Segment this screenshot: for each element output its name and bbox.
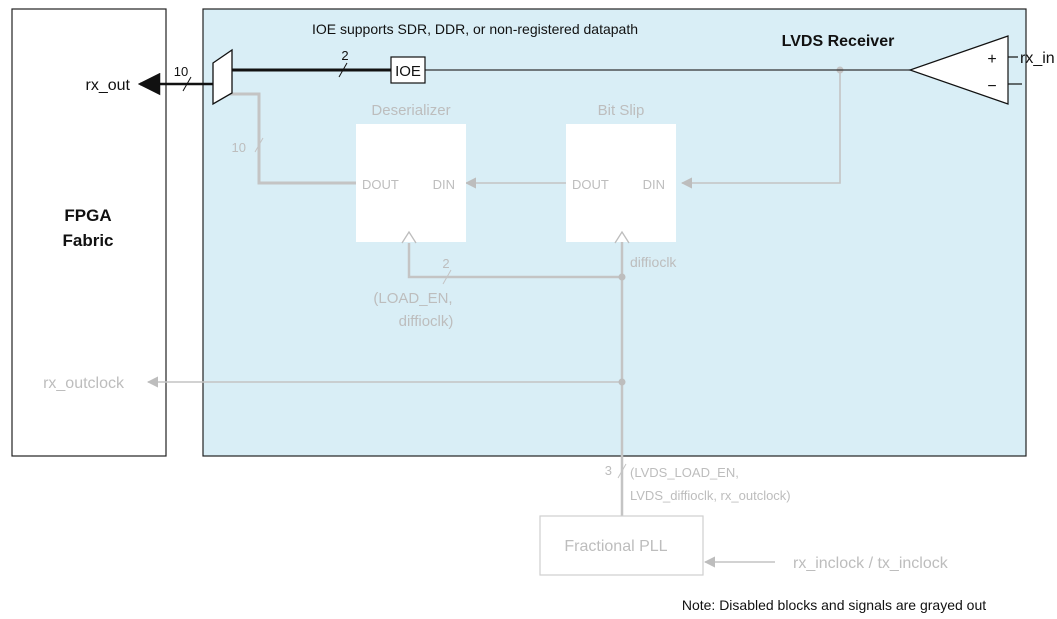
bitslip-dout: DOUT	[572, 177, 609, 192]
deser-to-mux-wire	[226, 92, 358, 185]
ioe-label: IOE	[395, 63, 421, 80]
load-group-line1: (LOAD_EN,	[373, 290, 452, 307]
rx-outclock-label: rx_outclock	[43, 375, 125, 392]
deserializer-clock-icon	[401, 230, 417, 244]
deserializer-din: DIN	[433, 177, 455, 192]
ioe-block	[390, 56, 426, 84]
lvds-receiver-title: LVDS Receiver	[782, 33, 895, 50]
deserializer-title: Deserializer	[371, 102, 450, 119]
diffioclk-label: diffioclk	[630, 254, 677, 270]
load-group-line2: diffioclk)	[399, 313, 454, 330]
ioe-bus-width: 2	[341, 48, 348, 63]
comparator-plus: +	[987, 51, 996, 68]
output-mux	[212, 48, 233, 106]
bitslip-block	[566, 124, 676, 242]
deser-clock-wire	[407, 243, 622, 279]
load-bus-slash	[442, 269, 452, 285]
bitslip-clock-icon	[614, 230, 630, 244]
fpga-label-line2: Fabric	[62, 231, 113, 250]
deser-bus-slash	[254, 137, 264, 153]
pll-bus-slash	[617, 463, 627, 479]
clock-junction-lower	[618, 378, 626, 386]
pll-group-line1: (LVDS_LOAD_EN,	[630, 465, 739, 480]
fractional-pll-block	[539, 515, 704, 576]
comparator-minus: −	[987, 78, 996, 95]
out-bus-width: 10	[174, 64, 188, 79]
lvds-comparator	[908, 35, 1009, 105]
out-bus-slash	[182, 76, 192, 92]
disabled-wiring	[146, 70, 841, 568]
rx-in-label: rx_in	[1020, 50, 1055, 67]
fractional-pll-title: Fractional PLL	[564, 538, 667, 555]
bitslip-title: Bit Slip	[598, 102, 645, 119]
tap-to-bitslip-wire	[680, 70, 841, 189]
load-bus-width: 2	[442, 256, 449, 271]
pll-group-line2: LVDS_diffioclk, rx_outclock)	[630, 488, 791, 503]
ioe-note: IOE supports SDR, DDR, or non-registered…	[312, 21, 638, 37]
deserializer-dout: DOUT	[362, 177, 399, 192]
deser-bus-width: 10	[232, 140, 246, 155]
grayed-out-note: Note: Disabled blocks and signals are gr…	[682, 597, 986, 613]
rx-out-label: rx_out	[86, 77, 131, 94]
deserializer-block	[356, 124, 466, 242]
ioe-bus-slash	[338, 62, 348, 78]
pll-bus-width: 3	[605, 463, 612, 478]
bitslip-din: DIN	[643, 177, 665, 192]
fpga-label-line1: FPGA	[64, 206, 111, 225]
inclock-label: rx_inclock / tx_inclock	[793, 555, 949, 572]
clock-junction-upper	[618, 273, 626, 281]
